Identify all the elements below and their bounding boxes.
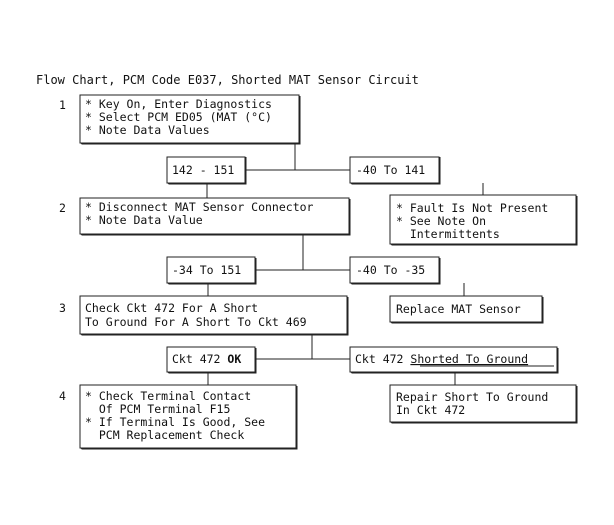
step-3-line-2: To Ground For A Short To Ckt 469 <box>85 315 307 329</box>
branch-3-left-ok: OK <box>227 352 241 366</box>
branch-3-right-prefix: Ckt 472 <box>355 352 410 366</box>
branch-1-right-label: -40 To 141 <box>356 163 425 177</box>
branch-2-left-box <box>166 256 256 284</box>
branch-1-right-box <box>349 156 440 184</box>
step-4-number: 4 <box>59 389 66 403</box>
branch-3-right-shorted: Shorted To Ground <box>410 352 528 366</box>
branch-2-left-label: -34 To 151 <box>172 263 241 277</box>
step-4-line-4: PCM Replacement Check <box>85 428 244 442</box>
result-1-box <box>389 194 577 245</box>
step-2-line-2: * Note Data Value <box>85 213 203 227</box>
step-1-line-1: * Key On, Enter Diagnostics <box>85 97 272 111</box>
branch-3-right-box <box>349 346 558 373</box>
step-2-box <box>79 197 350 235</box>
step-2-line-1: * Disconnect MAT Sensor Connector <box>85 200 314 214</box>
step-2-number: 2 <box>59 201 66 215</box>
result-3-line-2: In Ckt 472 <box>396 403 465 417</box>
result-1-line-3: Intermittents <box>396 227 500 241</box>
step-1-number: 1 <box>59 98 66 112</box>
branch-3-left-prefix: Ckt 472 <box>172 352 227 366</box>
step-4-line-1: * Check Terminal Contact <box>85 389 251 403</box>
step-1-line-3: * Note Data Values <box>85 123 210 137</box>
step-1-box <box>79 94 300 144</box>
chart-title: Flow Chart, PCM Code E037, Shorted MAT S… <box>36 73 419 87</box>
branch-1-left-box <box>166 156 246 184</box>
step-4-line-2: Of PCM Terminal F15 <box>85 402 230 416</box>
step-3-line-1: Check Ckt 472 For A Short <box>85 301 258 315</box>
result-2-line-1: Replace MAT Sensor <box>396 302 521 316</box>
branch-3-left-label: Ckt 472 OK <box>172 352 241 366</box>
branch-2-right-box <box>349 256 440 284</box>
branch-2-right-label: -40 To -35 <box>356 263 425 277</box>
result-3-line-1: Repair Short To Ground <box>396 390 548 404</box>
step-4-box <box>79 384 297 449</box>
step-3-box <box>79 295 348 335</box>
step-3-number: 3 <box>59 301 66 315</box>
result-1-line-2: * See Note On <box>396 214 486 228</box>
result-3-box <box>389 384 577 423</box>
step-4-line-3: * If Terminal Is Good, See <box>85 415 265 429</box>
branch-3-right-label: Ckt 472 Shorted To Ground <box>355 352 528 366</box>
branch-3-left-box <box>166 346 256 373</box>
result-1-line-1: * Fault Is Not Present <box>396 201 548 215</box>
branch-1-left-label: 142 - 151 <box>172 163 234 177</box>
step-1-line-2: * Select PCM ED05 (MAT (°C) <box>85 110 272 124</box>
result-2-box <box>389 295 543 323</box>
